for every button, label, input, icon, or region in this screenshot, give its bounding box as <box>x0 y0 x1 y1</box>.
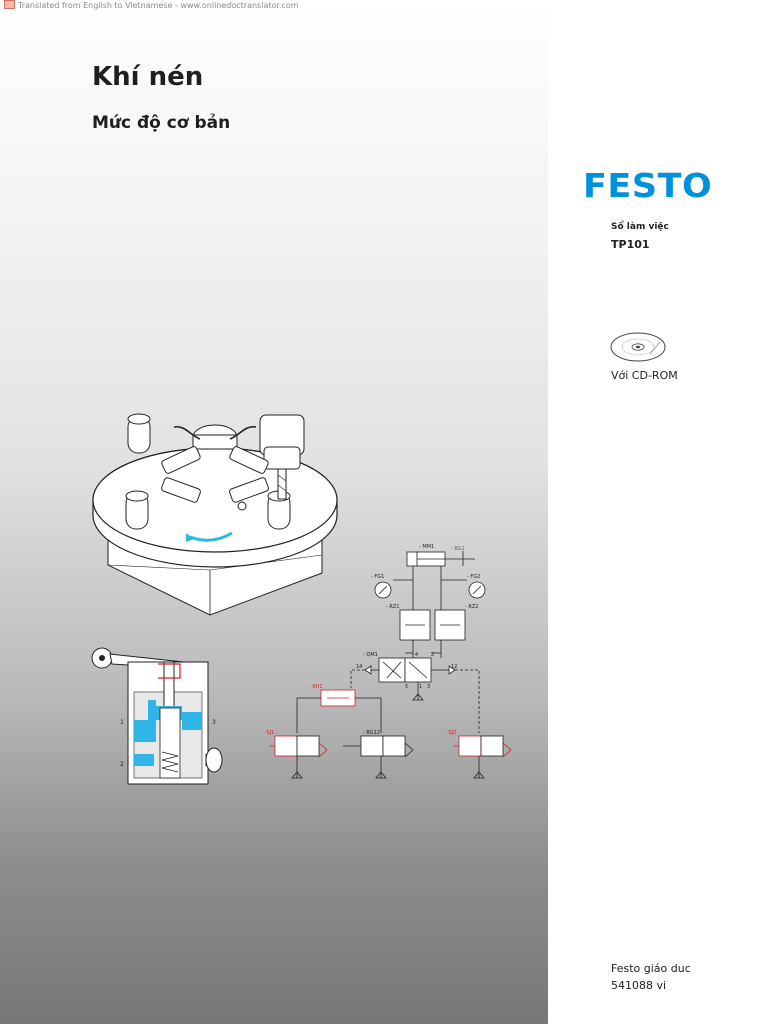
label-qm1: - QM1 <box>363 652 378 658</box>
label-fg1: - FG1 <box>371 574 384 580</box>
translation-banner-text: Translated from English to Vietnamese - … <box>18 1 299 10</box>
festo-logo: FESTO <box>583 166 713 205</box>
pneumatic-circuit-diagram: - MM1 - BG1 - FG1 - FG2 - RZ1 - RZ2 - QM… <box>263 544 512 779</box>
workbook-label: Sổ làm việc <box>611 222 669 232</box>
order-number: 541088 vi <box>611 979 667 992</box>
port-1-label: 1 <box>120 719 124 726</box>
label-port-12: 12 <box>451 664 457 670</box>
label-port-2: 2 <box>431 652 434 658</box>
port-3-label: 3 <box>212 719 216 726</box>
cover-right-panel <box>548 0 768 1024</box>
label-sj1: - SJ1 <box>263 730 274 736</box>
publisher-name: Festo giáo duc <box>611 962 691 975</box>
label-rz1: - RZ1 <box>386 604 399 610</box>
cover-subtitle: Mức độ cơ bản <box>92 113 231 133</box>
label-bg1: - BG1 <box>451 546 465 552</box>
workbook-code: TP101 <box>611 238 650 251</box>
cd-rom-label: Với CD-ROM <box>611 369 678 382</box>
cd-rom-icon <box>610 332 666 362</box>
translation-banner[interactable]: Translated from English to Vietnamese - … <box>4 0 299 10</box>
label-fg2: - FG2 <box>467 574 480 580</box>
label-port-1: 1 <box>419 684 422 690</box>
translate-flag-icon <box>4 0 15 9</box>
label-port-3: 3 <box>427 684 430 690</box>
label-port-14: 14 <box>356 664 362 670</box>
label-kh1: - KH1 <box>309 684 323 690</box>
port-2-label: 2 <box>120 761 124 768</box>
label-port-4: 4 <box>415 652 418 658</box>
rotary-table-illustration <box>92 413 338 616</box>
label-rz2: - RZ2 <box>465 604 478 610</box>
label-bg12: - BG12 <box>363 730 380 736</box>
label-port-5: 5 <box>405 684 408 690</box>
roller-valve-section-illustration: 1 2 3 <box>91 647 223 785</box>
label-sj2: - SJ2 <box>445 730 456 736</box>
cover-title: Khí nén <box>92 62 204 92</box>
label-mm1: - MM1 <box>419 544 434 550</box>
